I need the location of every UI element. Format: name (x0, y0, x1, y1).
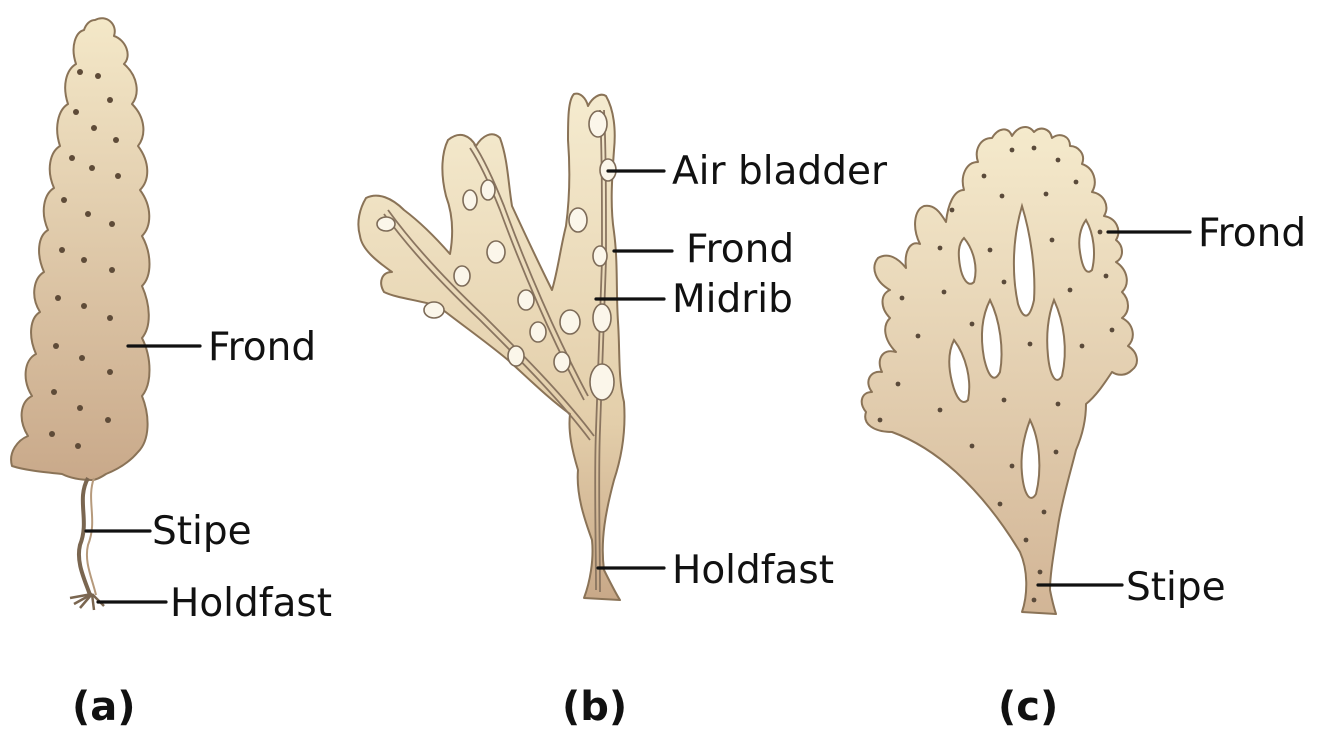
seaweed-a-frond (10, 17, 151, 481)
seaweed-c: Frond Stipe (c) (860, 126, 1306, 730)
seaweed-b-air-bladders (376, 110, 617, 401)
seaweed-a-stipe (77, 477, 92, 596)
seaweed-c-dots (877, 145, 1115, 603)
caption-c: (c) (998, 684, 1058, 730)
label-frond-c: Frond (1198, 211, 1306, 256)
seaweed-a-markings (49, 69, 121, 449)
label-stipe-a: Stipe (152, 509, 252, 554)
seaweed-b: Air bladder Frond Midrib Holdfast (b) (357, 92, 888, 730)
caption-a: (a) (72, 684, 136, 730)
seaweed-a-holdfast (69, 592, 105, 611)
label-midrib-b: Midrib (672, 277, 793, 322)
seaweed-c-gaps (948, 202, 1095, 499)
label-holdfast-b: Holdfast (672, 548, 834, 593)
caption-b: (b) (562, 684, 627, 730)
seaweed-b-frond (357, 92, 626, 601)
label-stipe-c: Stipe (1126, 565, 1226, 610)
seaweed-a: Frond Stipe Holdfast (a) (10, 17, 332, 730)
label-frond-a: Frond (208, 325, 316, 370)
label-air-bladder-b: Air bladder (672, 149, 888, 194)
label-frond-b: Frond (686, 227, 794, 272)
label-holdfast-a: Holdfast (170, 581, 332, 626)
